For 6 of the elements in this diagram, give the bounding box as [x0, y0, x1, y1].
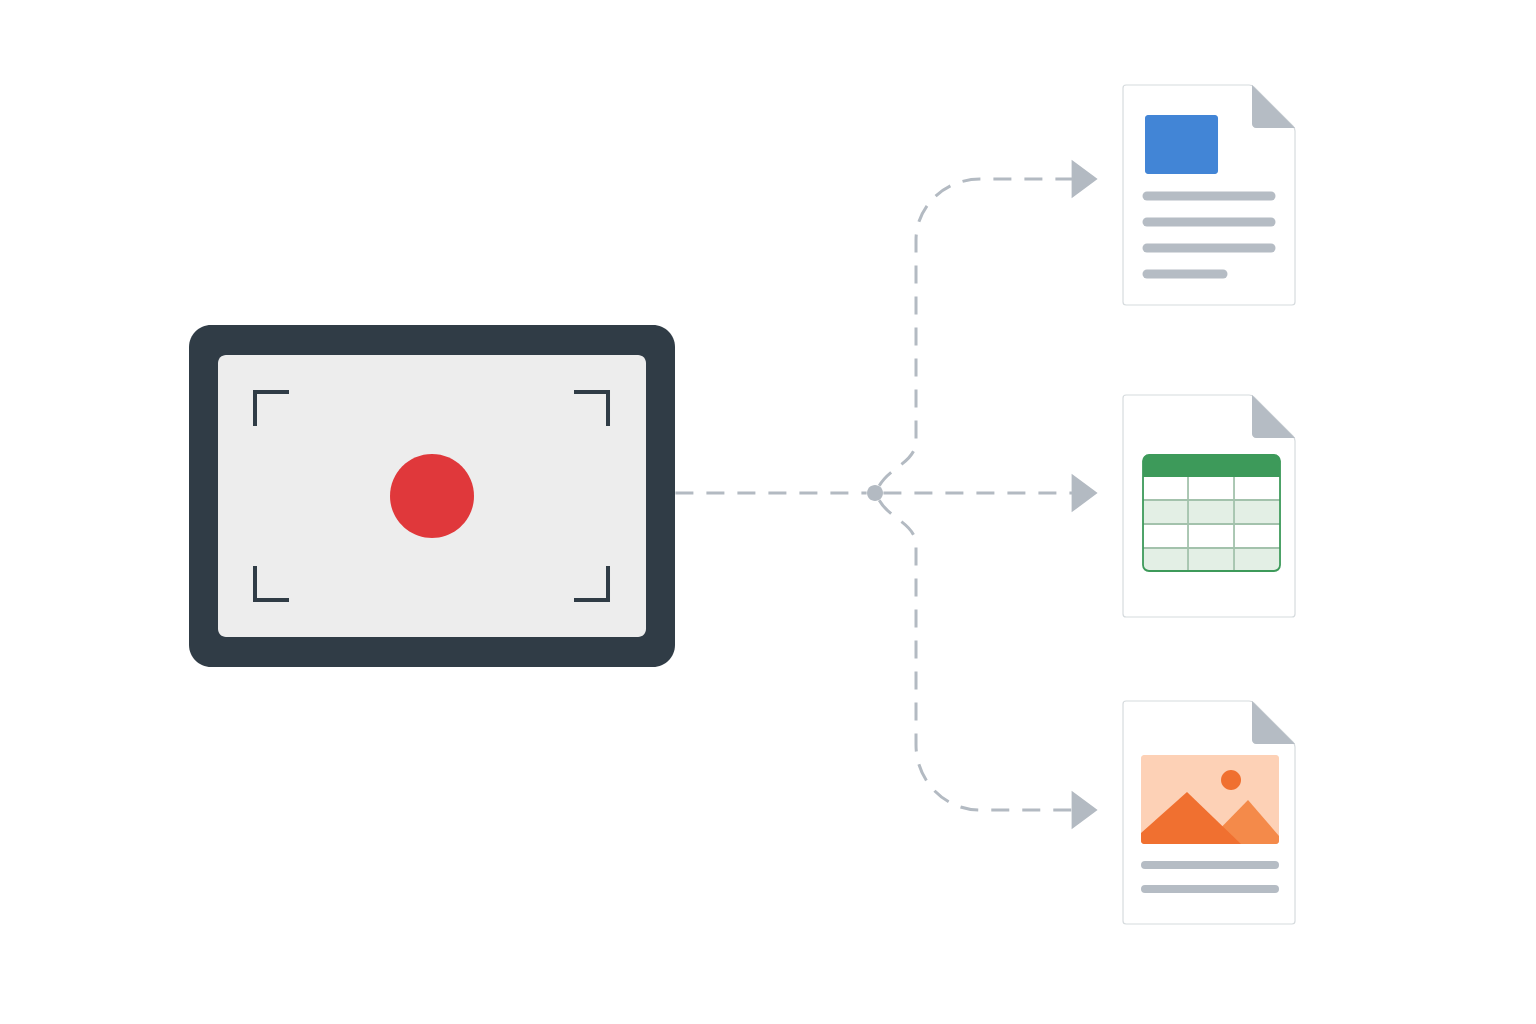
screen-record-icon	[189, 325, 675, 667]
spreadsheet-icon	[1122, 394, 1296, 618]
document-icon	[1122, 84, 1296, 306]
junction-dot	[867, 485, 883, 501]
dashed-line	[675, 491, 867, 495]
image-file-icon	[1122, 700, 1296, 925]
